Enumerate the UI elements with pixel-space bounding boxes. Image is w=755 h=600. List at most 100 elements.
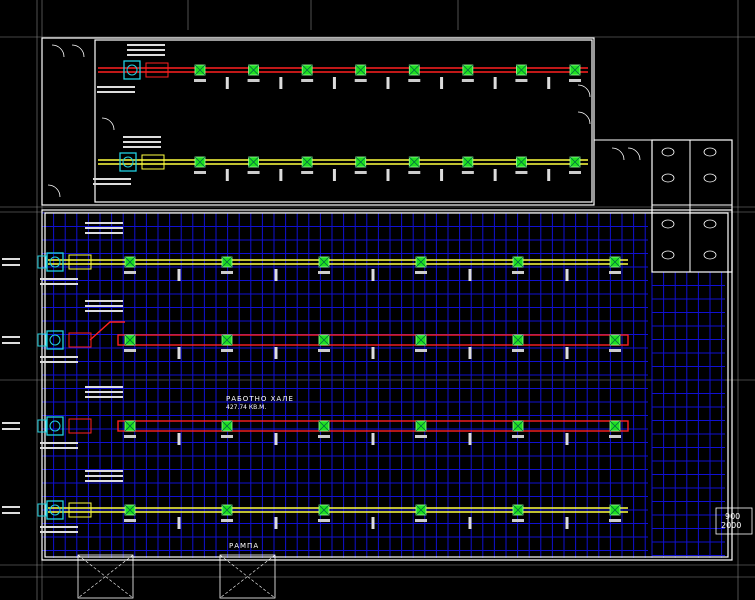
duct-tag (493, 77, 497, 89)
diffuser-tag (415, 271, 427, 274)
diffuser-mark (301, 64, 313, 76)
diffuser-tag (221, 271, 233, 274)
duct-tag (371, 517, 375, 529)
duct-network (2, 44, 629, 533)
annotation-line (40, 447, 78, 449)
duct-tag (177, 517, 181, 529)
fan-unit (123, 60, 141, 80)
duct-row-hall-exhaust-1 (40, 300, 629, 363)
duct-tag (468, 433, 472, 445)
diffuser-tag (301, 171, 314, 174)
wc-fixture (703, 173, 717, 183)
diffuser-mark (462, 156, 474, 168)
fan-unit (46, 500, 64, 520)
annotation-line (85, 222, 123, 224)
annotation-line (85, 227, 123, 229)
diffuser-tag (408, 79, 421, 82)
floor-grid (41, 212, 725, 558)
diffuser-tag (512, 435, 524, 438)
fan-rotor (49, 334, 61, 346)
diffuser-mark (609, 256, 621, 268)
diffuser-tag (247, 79, 260, 82)
wc-fixture (703, 250, 717, 260)
diffuser-tag (609, 349, 621, 352)
wc-fixture (661, 173, 675, 183)
annotation-line (85, 475, 123, 477)
hall-title: РАБОТНО ХАЛЕ (226, 395, 294, 403)
duct-row-hall-supply-1 (40, 222, 628, 285)
ramp-diagonal (219, 554, 276, 599)
duct-tag (274, 347, 278, 359)
diffuser-tag (247, 171, 260, 174)
duct-tag (547, 77, 551, 89)
diffuser-tag (318, 435, 330, 438)
annotation-line (93, 183, 131, 185)
annotation-line (123, 136, 161, 138)
duct-row-upper-exhaust (97, 44, 588, 93)
diffuser-mark (318, 334, 330, 346)
duct-tag (177, 347, 181, 359)
fan-rotor (126, 64, 138, 76)
wc-fixture (661, 250, 675, 260)
wc-block-wall (651, 139, 733, 273)
duct-tag (274, 269, 278, 281)
duct-tag (177, 433, 181, 445)
diffuser-mark (415, 256, 427, 268)
diffuser-tag (301, 79, 314, 82)
diffuser-tag (408, 171, 421, 174)
annotation-line (85, 480, 123, 482)
duct-tag (468, 517, 472, 529)
dimension-bottom: 2000 (721, 521, 742, 530)
diffuser-mark (609, 420, 621, 432)
diffuser-tag (415, 349, 427, 352)
diffuser-mark (512, 256, 524, 268)
duct-tag (225, 169, 229, 181)
exhaust-tap (89, 321, 125, 341)
diffuser-mark (462, 64, 474, 76)
diffuser-tag (569, 171, 581, 174)
exhaust-duct (117, 334, 629, 346)
diffuser-mark (124, 334, 136, 346)
intake-annotation (2, 428, 20, 430)
silencer (68, 332, 92, 348)
annotation-line (97, 91, 135, 93)
diffuser-tag (461, 79, 474, 82)
air-intake (37, 255, 47, 269)
annotation-line (40, 526, 78, 528)
annotation-line (123, 141, 161, 143)
diffuser-tag (194, 171, 206, 174)
duct-tag (386, 169, 390, 181)
diffuser-mark (409, 64, 420, 76)
air-intake (37, 333, 47, 347)
diffuser-tag (124, 349, 136, 352)
hall-inner-wall (44, 212, 729, 558)
duct-tag (440, 169, 444, 181)
duct-row-hall-exhaust-2 (40, 386, 629, 449)
building-walls (41, 37, 753, 599)
diffuser-tag (194, 79, 206, 82)
diffuser-mark (355, 156, 366, 168)
diffuser-mark (248, 156, 259, 168)
ramp-diagonal (219, 554, 276, 599)
duct-tag (565, 517, 569, 529)
diffuser-tag (318, 519, 330, 522)
door-swing (577, 111, 591, 125)
diffuser-tag (124, 435, 136, 438)
duct-tag (332, 77, 336, 89)
ramp-diagonal (77, 554, 134, 599)
annotation-line (93, 178, 131, 180)
fan-unit (119, 152, 137, 172)
ramp-label: РАМПА (229, 542, 260, 550)
silencer (141, 154, 165, 170)
wc-fixture (703, 147, 717, 157)
intake-annotation (2, 512, 20, 514)
duct-row-hall-supply-2 (40, 470, 628, 533)
diffuser-tag (569, 79, 581, 82)
duct-tag (225, 77, 229, 89)
diffuser-mark (409, 156, 420, 168)
hall-area: 427.74 КВ.М. (226, 404, 267, 411)
annotation-line (127, 49, 165, 51)
diffuser-tag (515, 171, 528, 174)
fan-rotor (122, 156, 134, 168)
